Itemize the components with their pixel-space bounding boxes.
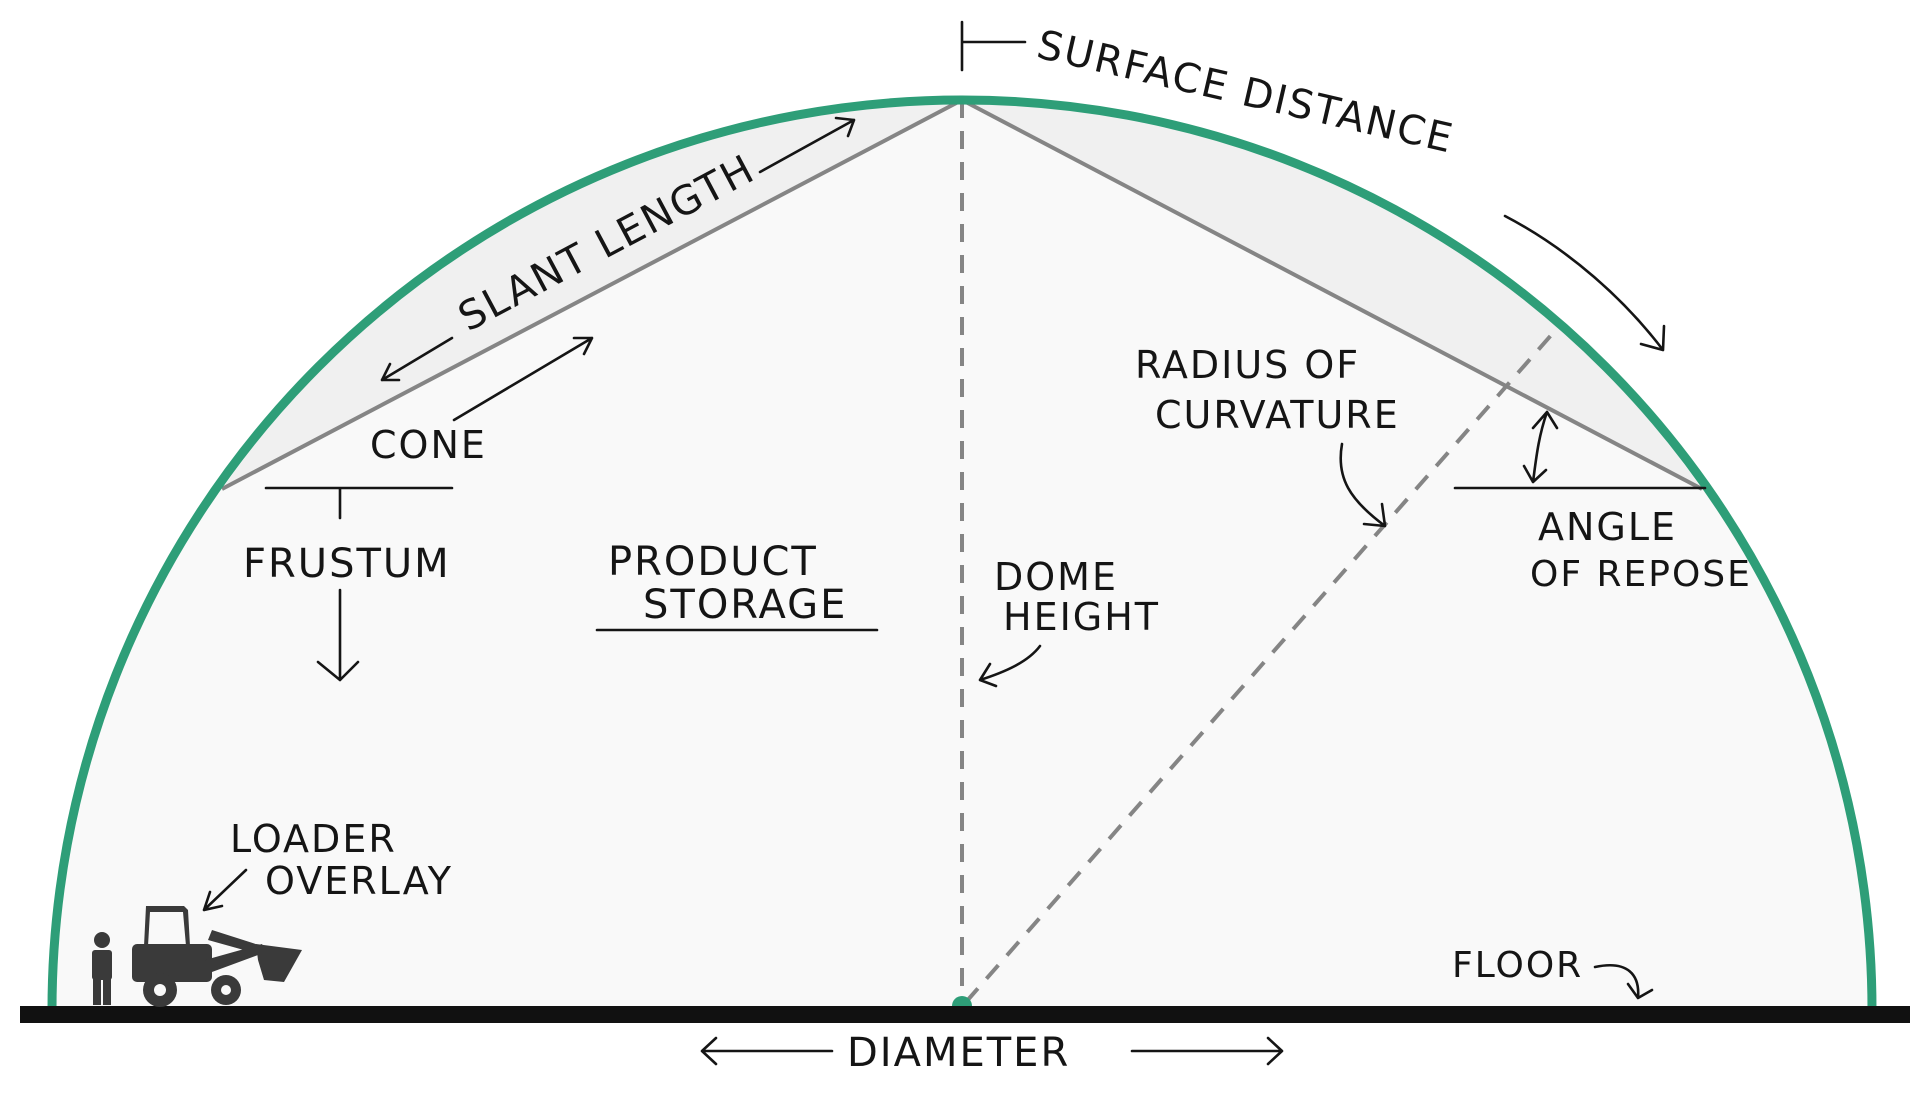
floor-arrow	[1593, 964, 1654, 1000]
loader-arrow	[202, 868, 248, 912]
center-marker	[952, 996, 972, 1006]
loader-overlay-annotation: LOADER OVERLAY	[202, 817, 453, 912]
slant-length-arrow-upper	[758, 116, 856, 174]
floor-line	[20, 1006, 1910, 1023]
floor-annotation: FLOOR	[1452, 945, 1654, 1000]
floor-label: FLOOR	[1452, 945, 1583, 986]
loader-line1: LOADER	[230, 817, 397, 861]
surface-distance-arrow	[1503, 214, 1666, 352]
dome-height-line2: HEIGHT	[1003, 595, 1160, 639]
person-icon	[92, 932, 112, 1005]
cone-label: CONE	[370, 423, 487, 467]
radius-arrow	[1339, 442, 1387, 528]
cone-annotation: CONE	[370, 336, 594, 467]
radius-line2: CURVATURE	[1155, 393, 1400, 437]
dome-arc	[47, 95, 1877, 1011]
frustum-label: FRUSTUM	[243, 541, 451, 587]
cone-shading	[222, 100, 1702, 489]
angle-arc-arrow	[1522, 410, 1559, 484]
product-storage-annotation: PRODUCT STORAGE	[595, 539, 879, 632]
frustum-annotation: FRUSTUM	[243, 486, 454, 682]
cone-arrow	[452, 336, 594, 422]
angle-of-repose-annotation: ANGLE OF REPOSE	[1453, 410, 1752, 595]
dome-height-arrow	[978, 644, 1042, 688]
dome-height-annotation: DOME HEIGHT	[978, 555, 1160, 688]
dome-height-line1: DOME	[994, 555, 1118, 599]
surface-distance-tick	[960, 20, 1027, 72]
slant-length-arrow-lower	[380, 336, 454, 382]
loader-line2: OVERLAY	[265, 859, 453, 903]
radius-line	[964, 323, 1562, 1004]
angle-line2: OF REPOSE	[1530, 554, 1752, 595]
radius-annotation: RADIUS OF CURVATURE	[1135, 343, 1400, 528]
diameter-label: DIAMETER	[847, 1030, 1070, 1076]
product-storage-line2: STORAGE	[643, 582, 847, 628]
diameter-arrow-right	[1130, 1036, 1284, 1066]
angle-line1: ANGLE	[1538, 505, 1677, 549]
frustum-bracket	[264, 486, 454, 520]
product-storage-line1: PRODUCT	[608, 539, 818, 585]
frustum-arrow	[316, 588, 360, 682]
diameter-annotation: DIAMETER	[700, 1030, 1284, 1076]
radius-line1: RADIUS OF	[1135, 343, 1360, 387]
cone-right-slant	[961, 98, 1703, 491]
wheel-loader-icon	[132, 906, 302, 1007]
cone-left-slant	[221, 98, 963, 491]
diameter-arrow-left	[700, 1036, 834, 1066]
